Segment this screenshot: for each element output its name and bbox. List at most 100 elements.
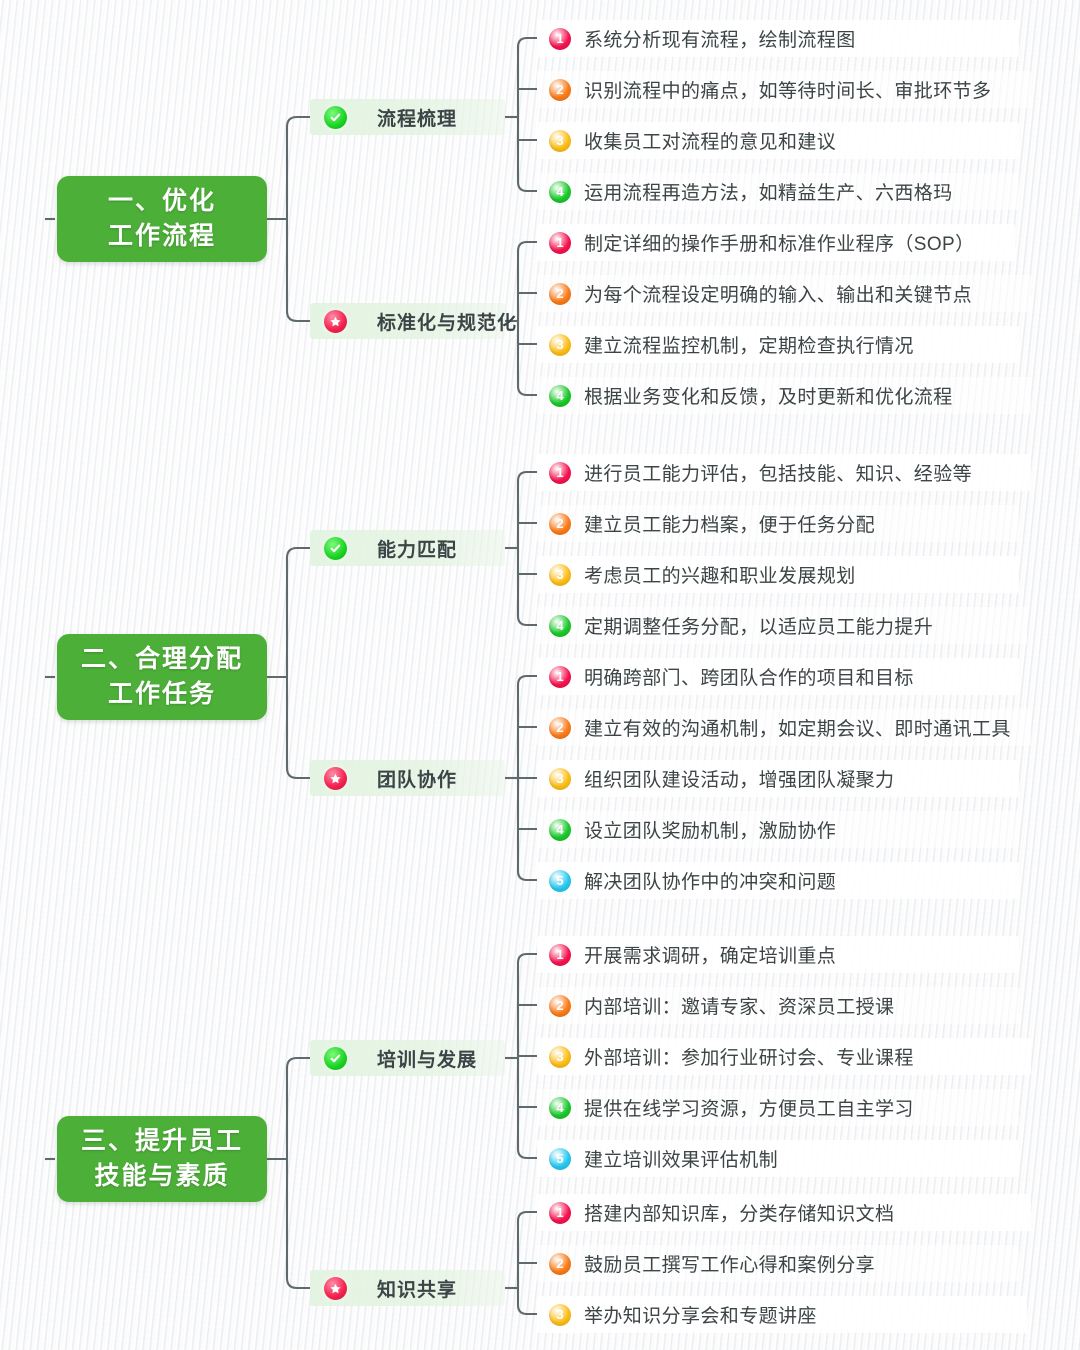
leaf-number-badge: 1 — [549, 1201, 571, 1224]
branch-node[interactable]: 知识共享 — [310, 1270, 505, 1306]
leaf-number-badge: 3 — [549, 1045, 571, 1068]
leaf-node[interactable]: 2 内部培训：邀请专家、资深员工授课 — [537, 987, 1019, 1024]
leaf-node[interactable]: 3 收集员工对流程的意见和建议 — [537, 122, 1019, 159]
leaf-node[interactable]: 3 举办知识分享会和专题讲座 — [537, 1296, 1027, 1333]
leaf-node[interactable]: 3 组织团队建设活动，增强团队凝聚力 — [537, 760, 1019, 797]
leaf-node[interactable]: 1 搭建内部知识库，分类存储知识文档 — [537, 1194, 1031, 1231]
leaf-number-badge: 5 — [549, 869, 571, 892]
leaf-node[interactable]: 2 鼓励员工撰写工作心得和案例分享 — [537, 1245, 1019, 1282]
leaf-text: 开展需求调研，确定培训重点 — [584, 946, 837, 967]
leaf-text: 根据业务变化和反馈，及时更新和优化流程 — [584, 387, 953, 408]
star-circle-icon — [324, 766, 347, 790]
leaf-number-badge: 2 — [549, 994, 571, 1017]
leaf-text: 为每个流程设定明确的输入、输出和关键节点 — [584, 285, 973, 306]
leaf-number-badge: 1 — [549, 943, 571, 966]
leaf-number-badge: 4 — [549, 180, 571, 203]
branch-label: 知识共享 — [377, 1279, 458, 1301]
leaf-node[interactable]: 3 外部培训：参加行业研讨会、专业课程 — [537, 1038, 1031, 1075]
leaf-node[interactable]: 2 为每个流程设定明确的输入、输出和关键节点 — [537, 275, 1031, 312]
leaf-number-badge: 3 — [549, 767, 571, 790]
leaf-number-badge: 1 — [549, 461, 571, 484]
leaf-node[interactable]: 4 设立团队奖励机制，激励协作 — [537, 811, 1019, 848]
section-node[interactable]: 二、合理分配工作任务 — [57, 634, 267, 720]
leaf-number-badge: 1 — [549, 231, 571, 254]
leaf-text: 建立员工能力档案，便于任务分配 — [584, 515, 876, 536]
leaf-text: 搭建内部知识库，分类存储知识文档 — [584, 1204, 895, 1225]
leaf-node[interactable]: 1 进行员工能力评估，包括技能、知识、经验等 — [537, 454, 1031, 491]
branch-node[interactable]: 能力匹配 — [310, 530, 505, 566]
leaf-number-badge: 2 — [549, 282, 571, 305]
branch-label: 能力匹配 — [377, 539, 458, 561]
leaf-number-badge: 1 — [549, 665, 571, 688]
leaf-number-badge: 2 — [549, 1252, 571, 1275]
leaf-node[interactable]: 1 开展需求调研，确定培训重点 — [537, 936, 1019, 973]
branch-label: 团队协作 — [377, 769, 458, 791]
leaf-number-badge: 2 — [549, 716, 571, 739]
leaf-text: 建立有效的沟通机制，如定期会议、即时通讯工具 — [584, 719, 1011, 740]
leaf-text: 制定详细的操作手册和标准作业程序（SOP） — [584, 234, 975, 255]
section-title-line: 一、优化 — [107, 186, 216, 215]
branch-label: 标准化与规范化 — [377, 312, 518, 334]
section-title-line: 工作任务 — [107, 680, 216, 708]
leaf-text: 内部培训：邀请专家、资深员工授课 — [584, 997, 895, 1018]
branch-node[interactable]: 标准化与规范化 — [310, 303, 516, 339]
leaf-number-badge: 3 — [549, 563, 571, 586]
leaf-text: 建立流程监控机制，定期检查执行情况 — [584, 336, 914, 357]
leaf-text: 鼓励员工撰写工作心得和案例分享 — [584, 1255, 876, 1276]
leaf-node[interactable]: 3 建立流程监控机制，定期检查执行情况 — [537, 326, 1019, 363]
leaf-node[interactable]: 2 建立员工能力档案，便于任务分配 — [537, 505, 1019, 542]
section-title-line: 工作流程 — [107, 222, 216, 250]
section-node[interactable]: 一、优化工作流程 — [57, 176, 267, 262]
leaf-text: 组织团队建设活动，增强团队凝聚力 — [584, 770, 895, 791]
leaf-number-badge: 4 — [549, 614, 571, 637]
leaf-node[interactable]: 4 运用流程再造方法，如精益生产、六西格玛 — [537, 173, 1019, 210]
branch-node[interactable]: 团队协作 — [310, 760, 505, 796]
branch-node[interactable]: 流程梳理 — [310, 99, 505, 135]
leaf-text: 进行员工能力评估，包括技能、知识、经验等 — [584, 464, 973, 485]
leaf-node[interactable]: 1 明确跨部门、跨团队合作的项目和目标 — [537, 658, 1019, 695]
branch-label: 培训与发展 — [377, 1049, 478, 1071]
section-title-line: 三、提升员工 — [80, 1126, 243, 1155]
leaf-text: 举办知识分享会和专题讲座 — [584, 1306, 817, 1327]
leaf-number-badge: 2 — [549, 512, 571, 535]
leaf-text: 系统分析现有流程，绘制流程图 — [584, 30, 856, 51]
leaf-node[interactable]: 3 考虑员工的兴趣和职业发展规划 — [537, 556, 1019, 593]
leaf-text: 设立团队奖励机制，激励协作 — [584, 821, 837, 842]
check-circle-icon — [324, 105, 347, 129]
leaf-text: 考虑员工的兴趣和职业发展规划 — [584, 566, 856, 587]
leaf-number-badge: 5 — [549, 1147, 571, 1170]
leaf-number-badge: 4 — [549, 818, 571, 841]
branch-label: 流程梳理 — [377, 108, 458, 130]
section-title-line: 技能与素质 — [94, 1162, 230, 1190]
leaf-number-badge: 3 — [549, 129, 571, 152]
branch-node[interactable]: 培训与发展 — [310, 1040, 505, 1076]
leaf-text: 运用流程再造方法，如精益生产、六西格玛 — [584, 183, 953, 204]
leaf-node[interactable]: 4 定期调整任务分配，以适应员工能力提升 — [537, 607, 1027, 644]
leaf-node[interactable]: 1 制定详细的操作手册和标准作业程序（SOP） — [537, 224, 1015, 261]
leaf-number-badge: 2 — [549, 78, 571, 101]
section-node[interactable]: 三、提升员工技能与素质 — [57, 1116, 267, 1202]
leaf-node[interactable]: 5 建立培训效果评估机制 — [537, 1140, 1019, 1177]
leaf-text: 建立培训效果评估机制 — [584, 1150, 779, 1171]
star-circle-icon — [324, 1276, 347, 1300]
leaf-number-badge: 3 — [549, 333, 571, 356]
leaf-text: 收集员工对流程的意见和建议 — [584, 132, 837, 153]
leaf-number-badge: 4 — [549, 1096, 571, 1119]
check-circle-icon — [324, 1046, 347, 1070]
section-title-line: 二、合理分配 — [80, 644, 243, 673]
leaf-text: 解决团队协作中的冲突和问题 — [584, 872, 837, 893]
star-circle-icon — [324, 309, 347, 333]
leaf-node[interactable]: 2 建立有效的沟通机制，如定期会议、即时通讯工具 — [537, 709, 1031, 746]
check-circle-icon — [324, 536, 347, 560]
leaf-number-badge: 1 — [549, 27, 571, 50]
leaf-text: 外部培训：参加行业研讨会、专业课程 — [584, 1048, 914, 1069]
leaf-node[interactable]: 5 解决团队协作中的冲突和问题 — [537, 862, 1019, 899]
leaf-text: 定期调整任务分配，以适应员工能力提升 — [584, 617, 934, 638]
leaf-node[interactable]: 1 系统分析现有流程，绘制流程图 — [537, 20, 1019, 57]
leaf-number-badge: 3 — [549, 1303, 571, 1326]
leaf-text: 明确跨部门、跨团队合作的项目和目标 — [584, 668, 914, 689]
